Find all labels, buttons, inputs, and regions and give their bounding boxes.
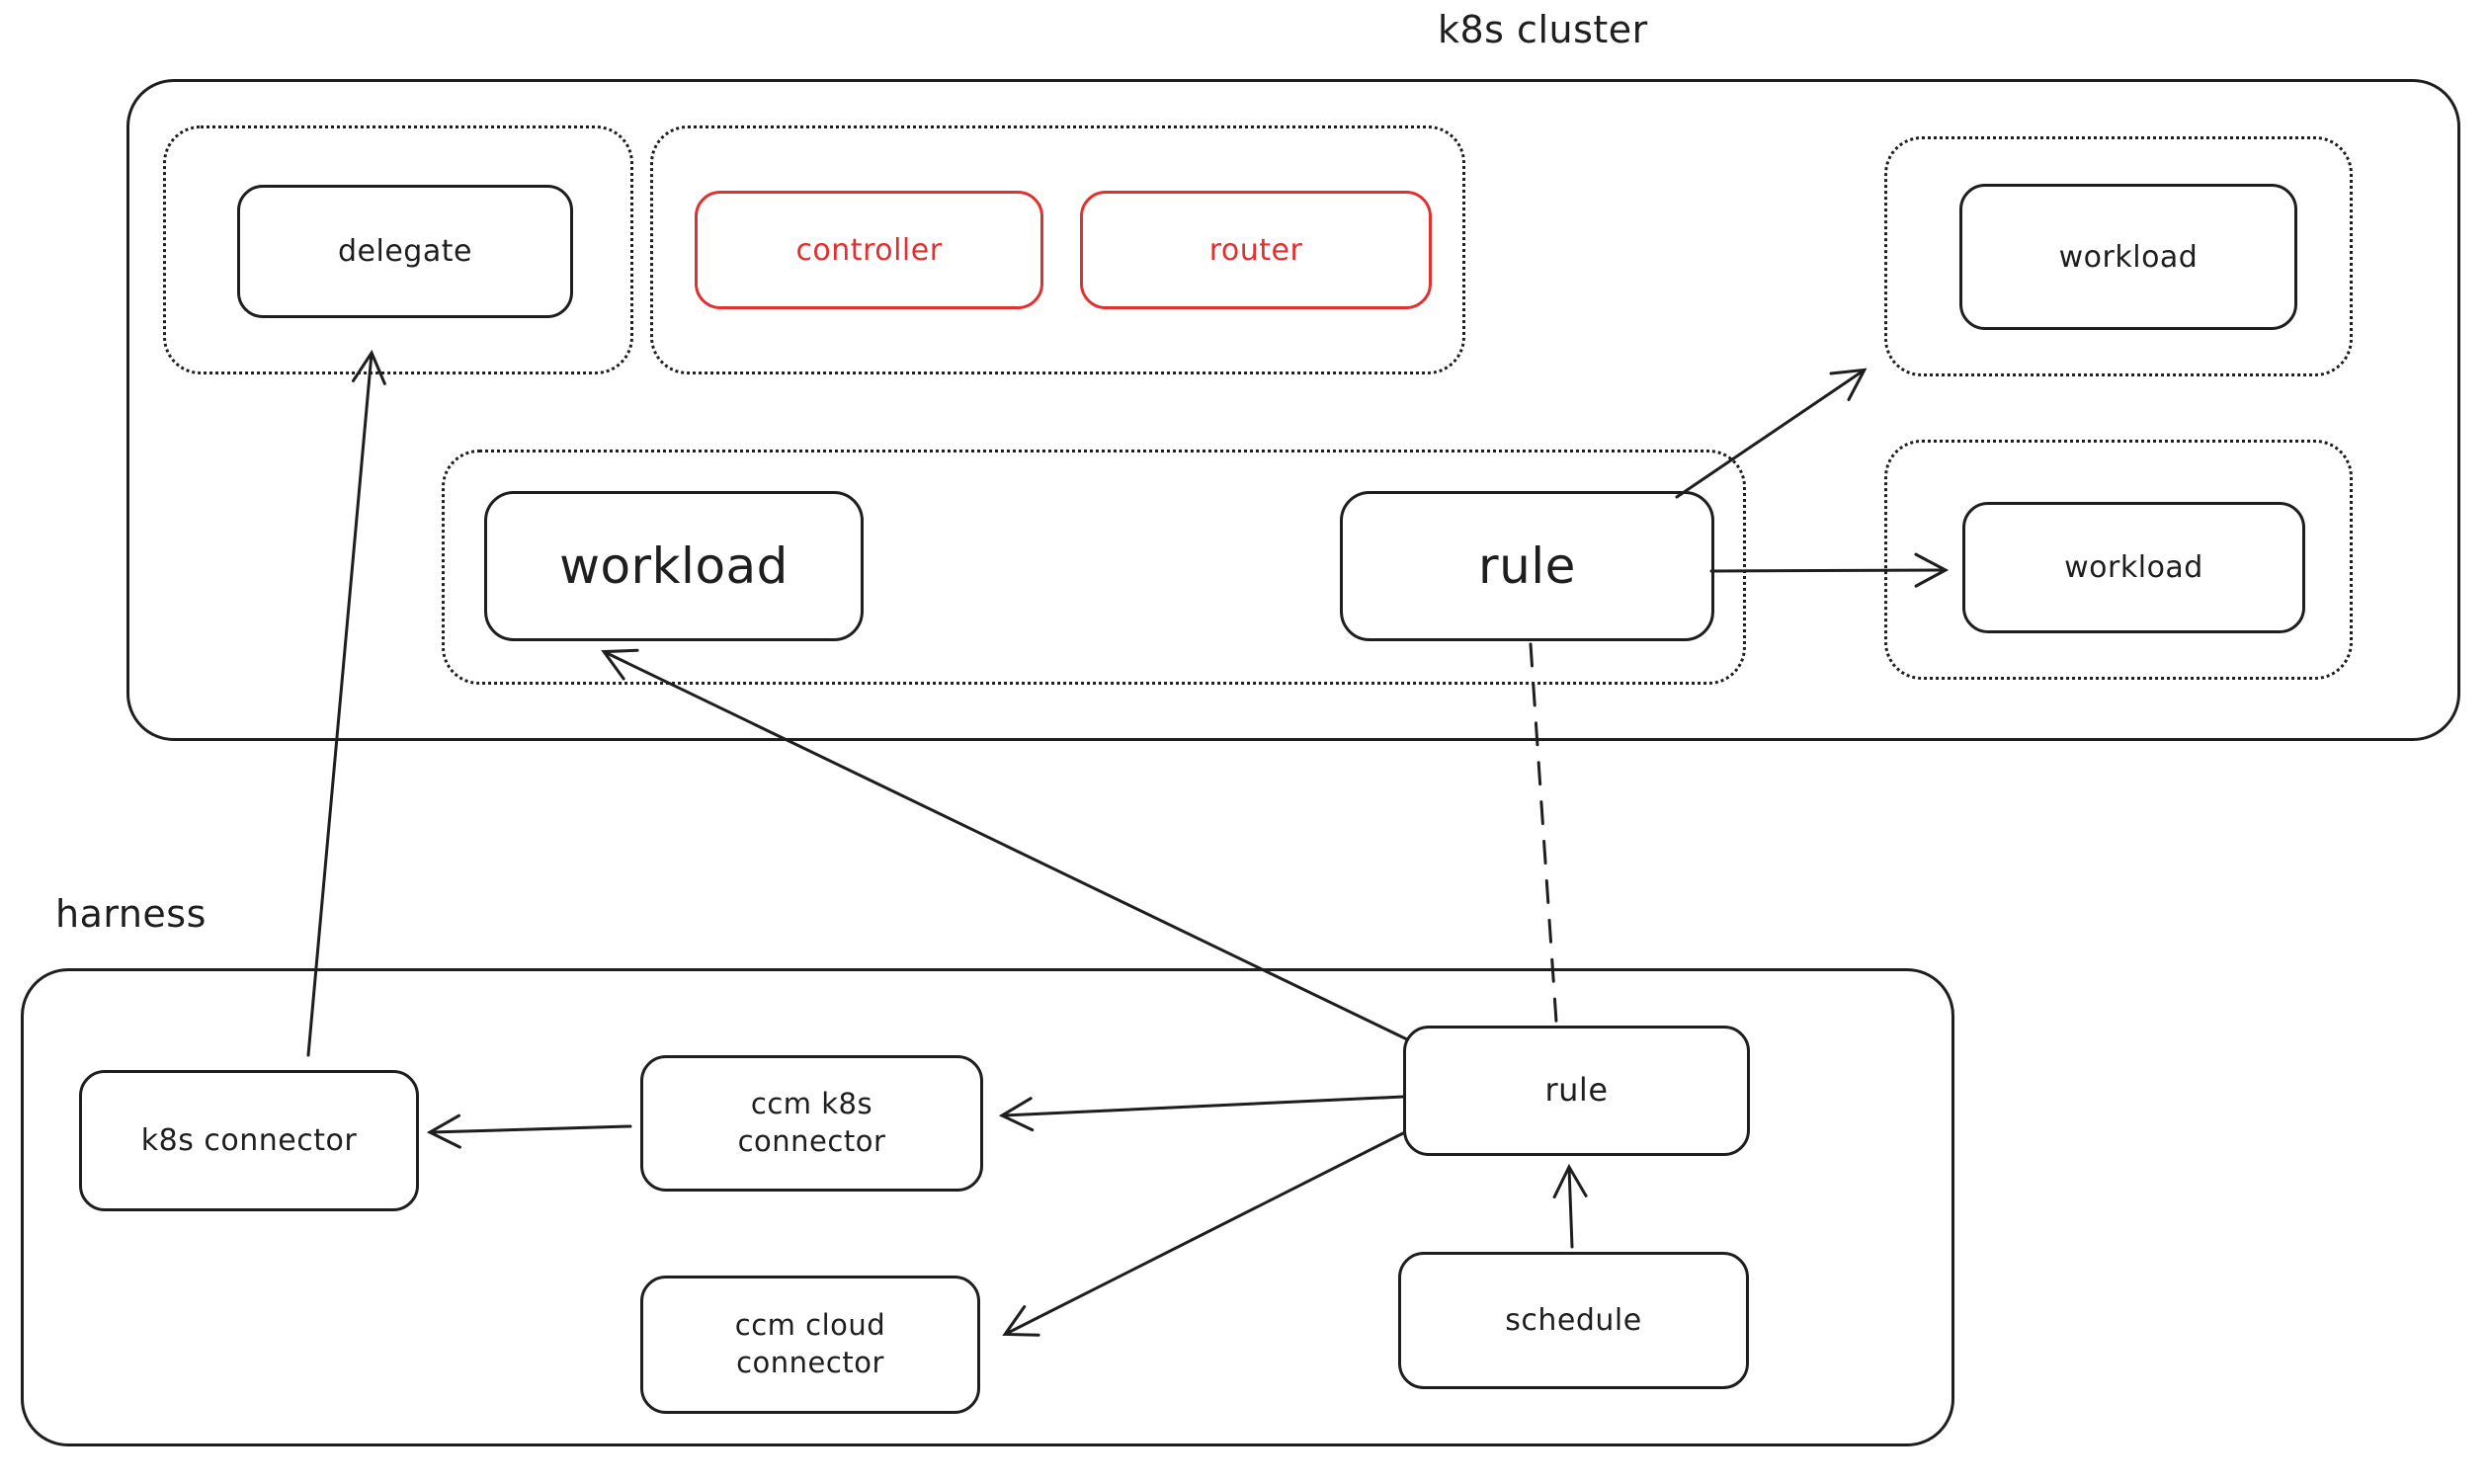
node-controller: controller [695,191,1043,309]
node-ccm-cloud-connector-label: ccm cloud connector [734,1308,886,1379]
node-workload-main-label: workload [559,536,789,595]
node-rule-k8s-label: rule [1478,536,1576,595]
node-schedule: schedule [1398,1252,1749,1389]
node-controller-label: controller [795,232,943,268]
node-workload-top-right: workload [1959,184,2297,330]
node-ccm-k8s-connector-label: ccm k8s connector [737,1087,886,1158]
workload-mid-right-dotted-group [1884,440,2353,680]
delegate-dotted-group [163,125,633,374]
node-rule-harness: rule [1403,1026,1750,1156]
node-ccm-cloud-connector: ccm cloud connector [640,1276,980,1414]
node-schedule-label: schedule [1505,1303,1642,1338]
node-delegate-label: delegate [338,234,472,269]
node-delegate: delegate [237,185,573,318]
node-workload-top-right-label: workload [2058,239,2199,275]
node-workload-mid-right: workload [1962,502,2305,633]
node-workload-mid-right-label: workload [2064,550,2203,585]
node-rule-k8s: rule [1340,491,1714,641]
k8s-cluster-label: k8s cluster [1438,8,1648,51]
node-router-label: router [1208,232,1303,268]
node-router: router [1080,191,1432,309]
node-k8s-connector-label: k8s connector [140,1123,358,1158]
node-k8s-connector: k8s connector [79,1070,419,1211]
controller-router-dotted-group [650,125,1465,374]
node-rule-harness-label: rule [1544,1071,1609,1110]
workload-top-right-dotted-group [1884,136,2353,376]
node-ccm-k8s-connector: ccm k8s connector [640,1055,983,1192]
node-workload-main: workload [484,491,864,641]
harness-label: harness [55,892,207,936]
